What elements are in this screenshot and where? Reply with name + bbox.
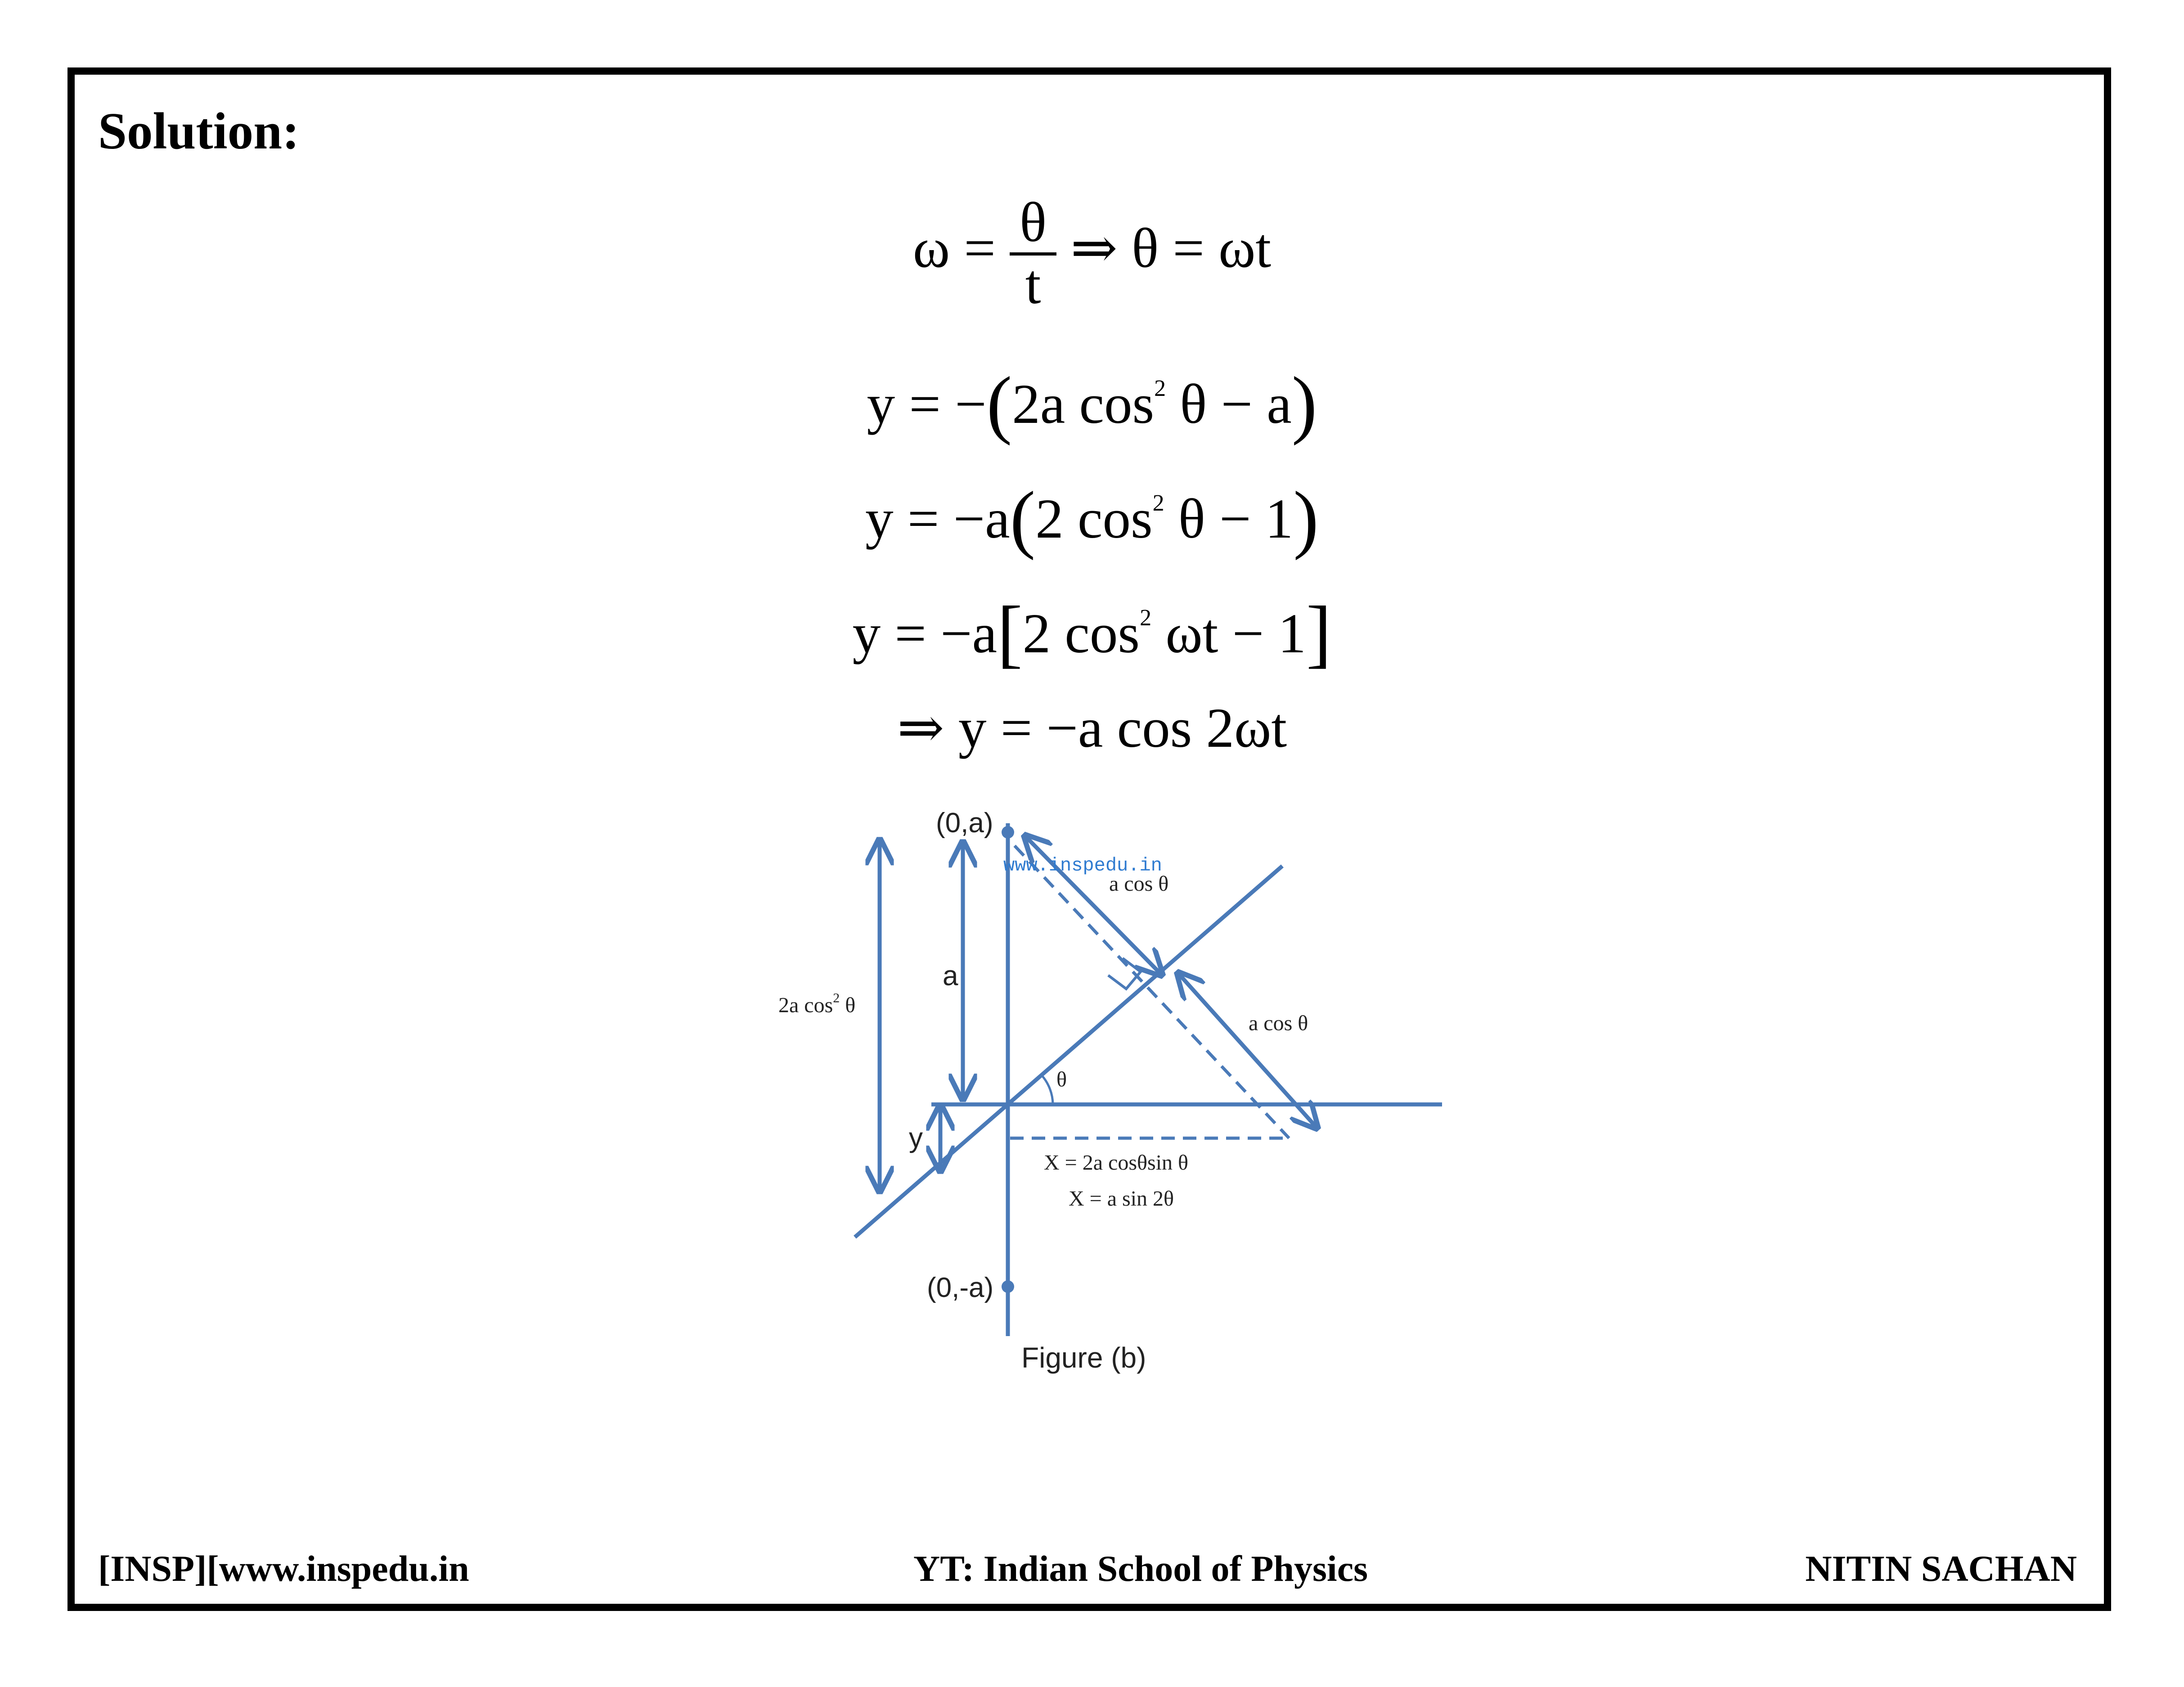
right-angle-mark — [1107, 957, 1143, 991]
label-point-top: (0,a) — [936, 808, 993, 839]
eq1-numerator: θ — [1010, 193, 1057, 256]
eq3-part-b: 2 cos — [1035, 488, 1153, 550]
eq2-part-a: y = − — [867, 373, 987, 435]
eq4-close-bracket: ] — [1306, 591, 1332, 675]
label-x-formula-1: X = 2a cosθsin θ — [1044, 1151, 1188, 1175]
eq1-lhs: ω = — [912, 217, 1010, 280]
eq4-part-c: ωt − 1 — [1151, 603, 1306, 665]
eq4-open-bracket: [ — [997, 591, 1023, 675]
acos-arrow-right — [1179, 974, 1316, 1127]
eq3-superscript: 2 — [1152, 490, 1164, 516]
figure-caption: Figure (b) — [1021, 1342, 1146, 1374]
eq3-close-paren: ) — [1293, 476, 1319, 561]
eq4-superscript: 2 — [1140, 605, 1152, 631]
dashed-perpendicular — [1013, 844, 1290, 1140]
figure-b-diagram: (0,a) (0,-a) www.inspedu.in a cos θ a co… — [778, 808, 1442, 1374]
label-acos-right: a cos θ — [1249, 1011, 1308, 1035]
inclined-line — [854, 864, 1284, 1239]
eq3-open-paren: ( — [1010, 476, 1036, 561]
footer-left: [INSP][www.inspedu.in — [98, 1548, 469, 1589]
label-theta: θ — [1056, 1068, 1067, 1091]
eq1-rhs: ⇒ θ = ωt — [1056, 217, 1272, 280]
eq3-part-c: θ − 1 — [1164, 488, 1294, 550]
eq4-part-b: 2 cos — [1022, 603, 1140, 665]
label-y: y — [909, 1122, 923, 1153]
label-point-bottom: (0,-a) — [927, 1272, 993, 1303]
label-x-formula-2: X = a sin 2θ — [1069, 1187, 1174, 1211]
acos-arrow-top — [1026, 837, 1161, 974]
label-acos-top: a cos θ — [1109, 872, 1168, 896]
equation-y-2: y = −a(2 cos2 θ − 1) — [0, 475, 2184, 562]
eq2-close-paren: ) — [1291, 361, 1317, 446]
equation-y-1: y = −(2a cos2 θ − a) — [0, 360, 2184, 448]
eq1-denominator: t — [1025, 254, 1041, 316]
label-2acos2-theta: θ — [840, 993, 855, 1017]
theta-arc — [1041, 1074, 1054, 1105]
label-a: a — [943, 960, 958, 992]
equation-result: ⇒ y = −a cos 2ωt — [897, 697, 1287, 759]
footer-right: NITIN SACHAN — [1805, 1548, 2077, 1589]
point-top-dot — [1002, 826, 1014, 839]
eq3-part-a: y = −a — [865, 488, 1010, 550]
page-frame — [67, 67, 2111, 1611]
footer-center: YT: Indian School of Physics — [913, 1548, 1368, 1589]
eq2-part-b: 2a cos — [1012, 373, 1155, 435]
eq2-superscript: 2 — [1154, 376, 1166, 401]
eq2-part-c: θ − a — [1166, 373, 1292, 435]
eq4-part-a: y = −a — [852, 603, 998, 665]
eq2-open-paren: ( — [986, 361, 1012, 446]
watermark-text: www.inspedu.in — [1003, 855, 1162, 876]
point-bottom-dot — [1002, 1280, 1014, 1293]
solution-heading: Solution: — [98, 103, 300, 160]
label-2acos2-main: 2a cos — [778, 993, 833, 1017]
label-2acos2-sup: 2 — [833, 991, 840, 1005]
equation-y-3: y = −a[2 cos2 ωt − 1] — [0, 589, 2184, 677]
label-2acos2theta: 2a cos2 θ — [778, 991, 855, 1017]
